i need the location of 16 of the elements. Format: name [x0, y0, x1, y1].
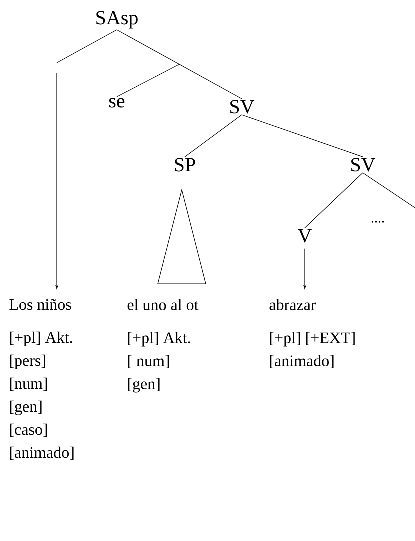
- tree-branch: [184, 114, 242, 158]
- tree-branch: [116, 30, 242, 100]
- tree-label: SV: [352, 158, 376, 172]
- word-column: abrazar [+pl] [+EXT] [animado]: [270, 299, 355, 368]
- tree-branch: [304, 172, 364, 228]
- word-column: Los niños [+pl] Akt. [pers] [num] [gen] [caso] [animado]: [10, 299, 74, 460]
- word-column: el uno al ot [+pl] Akt. [ num] [gen]: [128, 299, 199, 393]
- tree-branch: [56, 30, 118, 64]
- tree-branch: [116, 64, 180, 98]
- tree-label: SV: [230, 100, 255, 114]
- tree-label: SP: [175, 158, 196, 172]
- tree-label: ....: [372, 221, 384, 223]
- tree-branch: [242, 114, 364, 158]
- tree-label: SAsp: [96, 11, 138, 29]
- tree-label: V: [298, 229, 312, 243]
- tree-label: se: [109, 98, 125, 108]
